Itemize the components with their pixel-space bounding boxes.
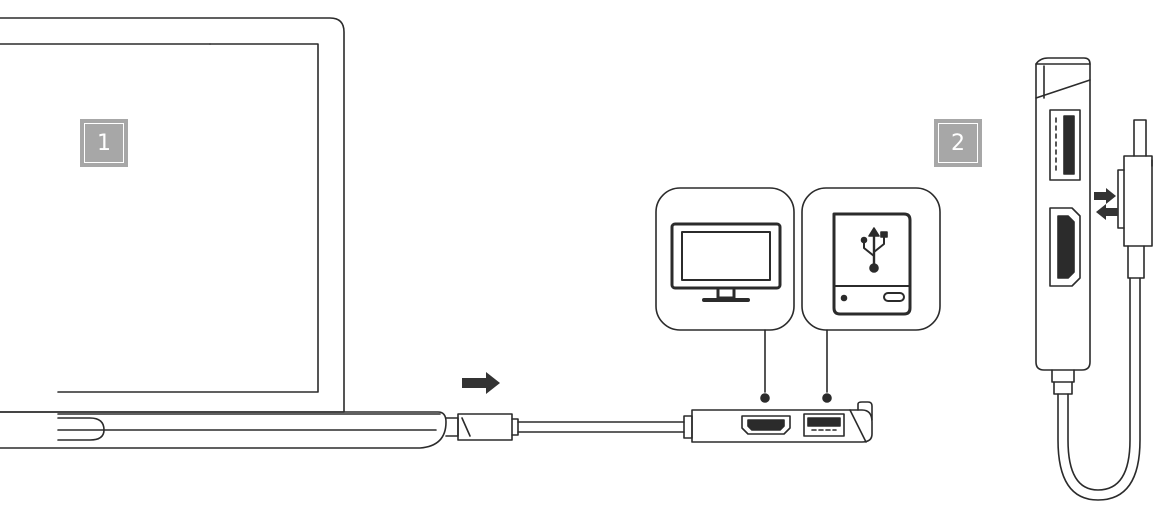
usb-drive-icon — [832, 212, 912, 316]
hdmi-port — [741, 415, 791, 435]
usb-c-cable — [445, 413, 693, 441]
plug-arrows-icon — [1094, 188, 1118, 220]
hdmi-port-vertical — [1049, 207, 1081, 287]
usb-c-hub — [691, 401, 873, 443]
insert-arrow-icon — [462, 372, 500, 394]
monitor-icon — [670, 222, 782, 302]
usb-drive-tile — [801, 187, 941, 403]
usb-a-port — [803, 413, 845, 437]
step-2-label: 2 — [934, 119, 982, 167]
usb-c-hub-vertical — [1035, 57, 1153, 501]
step-1-label: 1 — [80, 119, 128, 167]
laptop-icon — [0, 17, 447, 449]
monitor-tile — [655, 187, 795, 403]
usb-a-port-vertical — [1049, 109, 1081, 181]
